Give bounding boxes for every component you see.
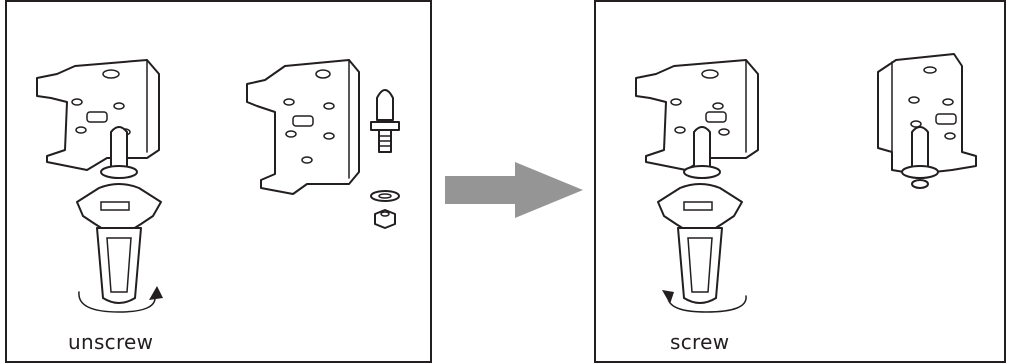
- mounting-plate: [36, 59, 160, 171]
- caption-screw: screw: [670, 330, 730, 354]
- unscrew-illustration: [36, 59, 400, 313]
- mounting-plate-detached: [246, 59, 360, 195]
- washer-and-nut: [370, 190, 400, 229]
- screw-illustration: [635, 53, 977, 313]
- bolt: [683, 126, 721, 179]
- fastened-bolt: [901, 126, 939, 189]
- assembled-plate: [877, 53, 977, 175]
- clockwise-rotation-arrow-icon: [662, 290, 747, 313]
- step-panel-unscrew: unscrew: [5, 0, 432, 363]
- right-arrow-icon: [445, 162, 583, 218]
- wrench-icon: [76, 183, 162, 304]
- loose-bolt: [370, 89, 400, 153]
- step-panel-screw: screw: [594, 0, 1006, 363]
- counterclockwise-rotation-arrow-icon: [78, 286, 163, 313]
- mounting-plate: [635, 59, 759, 171]
- caption-unscrew: unscrew: [68, 330, 154, 354]
- wrench-icon: [657, 183, 743, 304]
- bolt: [100, 126, 138, 179]
